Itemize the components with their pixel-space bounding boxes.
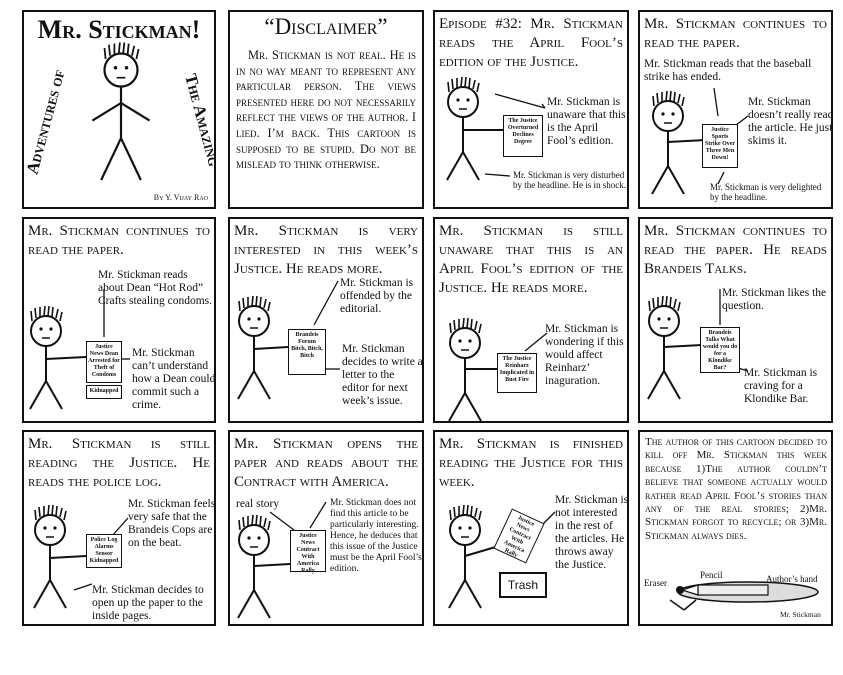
disclaimer-title: “Disclaimer” — [264, 14, 388, 39]
panel-title: Mr. Stickman continues to read the paper… — [644, 16, 827, 51]
disclaimer-body: Mr. Stickman is not real. He is in no wa… — [236, 48, 416, 172]
panel-title: Mr. Stickman is very interested in this … — [234, 223, 418, 277]
panel-dean-crafts: Mr. Stickman continues to read the paper… — [22, 217, 216, 423]
panel-title: Episode #32: Mr. Stickman reads the Apri… — [439, 16, 623, 70]
newspaper: The Justice Reinharz Implicated in Bust … — [497, 353, 537, 393]
panel-brandeis-talks: Mr. Stickman continues to read the paper… — [638, 217, 833, 423]
panel-title: Mr. Stickman continues to read the paper… — [644, 223, 827, 277]
caption-offended: Mr. Stickman is offended by the editoria… — [340, 277, 414, 315]
newspaper: The Justice Overturned Declines Degree — [503, 115, 543, 157]
caption-skims: Mr. Stickman doesn’t really read the art… — [748, 96, 833, 147]
pencil-hand-drawing — [669, 581, 819, 611]
panel-contract-america: Mr. Stickman opens the paper and reads a… — [228, 430, 424, 626]
newspaper-bottom: Kidnapped — [86, 385, 122, 399]
panel-editorial: Mr. Stickman is very interested in this … — [228, 217, 424, 423]
caption-likes-question: Mr. Stickman likes the question. — [722, 287, 827, 312]
label-mr-stickman: Mr. Stickman — [780, 610, 821, 619]
trash-can: Trash — [499, 572, 547, 598]
stickman-figure — [91, 42, 151, 181]
panel-disclaimer: “Disclaimer” Mr. Stickman is not real. H… — [228, 10, 424, 209]
caption-delighted: Mr. Stickman is very delighted by the he… — [710, 182, 822, 202]
caption-wondering: Mr. Stickman is wondering if this would … — [545, 323, 624, 387]
panel-baseball: Mr. Stickman continues to read the paper… — [638, 10, 833, 209]
stickman-figure — [237, 280, 340, 400]
caption-letter: Mr. Stickman decides to write a letter t… — [342, 343, 423, 407]
caption-throws-away: Mr. Stickman is not interested in the re… — [555, 494, 629, 571]
panel-episode-32: Episode #32: Mr. Stickman reads the Apri… — [433, 10, 629, 209]
panel-author-note: The author of this cartoon decided to ki… — [638, 430, 833, 626]
caption-unaware: Mr. Stickman is unaware that this is the… — [547, 96, 626, 147]
newspaper: Justice News Contract With America Rally — [290, 530, 326, 574]
label-eraser: Eraser — [644, 578, 667, 588]
stickman-figure — [237, 501, 327, 619]
panel-title: Mr. Stickman opens the paper and reads a… — [234, 436, 418, 490]
label-pencil: Pencil — [700, 570, 723, 580]
stickman-figure — [446, 76, 546, 181]
label-real-story: real story — [236, 498, 280, 510]
caption-klondike: Mr. Stickman is craving for a Klondike B… — [744, 367, 818, 405]
caption-disturbed: Mr. Stickman is very disturbed by the he… — [513, 170, 626, 190]
stickman-figure — [33, 504, 129, 609]
panel-title: Mr. Stickman is still reading the Justic… — [28, 436, 210, 490]
stickman-figure — [448, 317, 548, 421]
newspaper: Justice Sports Strike Over Three Men Dow… — [702, 124, 738, 168]
caption-baseball: Mr. Stickman reads that the baseball str… — [644, 58, 812, 83]
stickman-figure — [29, 289, 130, 410]
caption-crime: Mr. Stickman can’t understand how a Dean… — [132, 347, 216, 411]
newspaper: Brandeis Forum Bitch, Bitch, Bitch — [288, 329, 326, 375]
label-authors-hand: Author’s hand — [766, 574, 818, 584]
newspaper: Brandeis Talks What would you do for a K… — [700, 327, 740, 373]
comic-title: Mr. Stickman! — [37, 15, 201, 44]
caption-inside-pages: Mr. Stickman decides to open up the pape… — [92, 584, 204, 622]
newspaper: Justice News Dean Arrested for Theft of … — [86, 341, 122, 383]
caption-dean: Mr. Stickman reads about Dean “Hot Rod” … — [98, 269, 213, 307]
panel-title: Mr. Stickman is finished reading the Jus… — [439, 436, 623, 490]
newspaper: Police Log Alarms Sensor Kidnapped — [86, 534, 122, 568]
panel-title-card: Mr. Stickman! Adventures of The Amazing … — [22, 10, 216, 209]
panel-title: Mr. Stickman continues to read the paper… — [28, 223, 210, 258]
panel-police-log: Mr. Stickman is still reading the Justic… — [22, 430, 216, 626]
caption-not-interesting: Mr. Stickman does not find this article … — [330, 498, 422, 574]
panel-trash: Mr. Stickman is finished reading the Jus… — [433, 430, 629, 626]
author-credit: By Y. Vijay Rao — [153, 193, 208, 202]
panel-reinharz: Mr. Stickman is still unaware that this … — [433, 217, 629, 423]
caption-safe: Mr. Stickman feels very safe that the Br… — [128, 498, 216, 549]
author-note: The author of this cartoon decided to ki… — [645, 436, 827, 542]
panel-title: Mr. Stickman is still unaware that this … — [439, 223, 623, 296]
